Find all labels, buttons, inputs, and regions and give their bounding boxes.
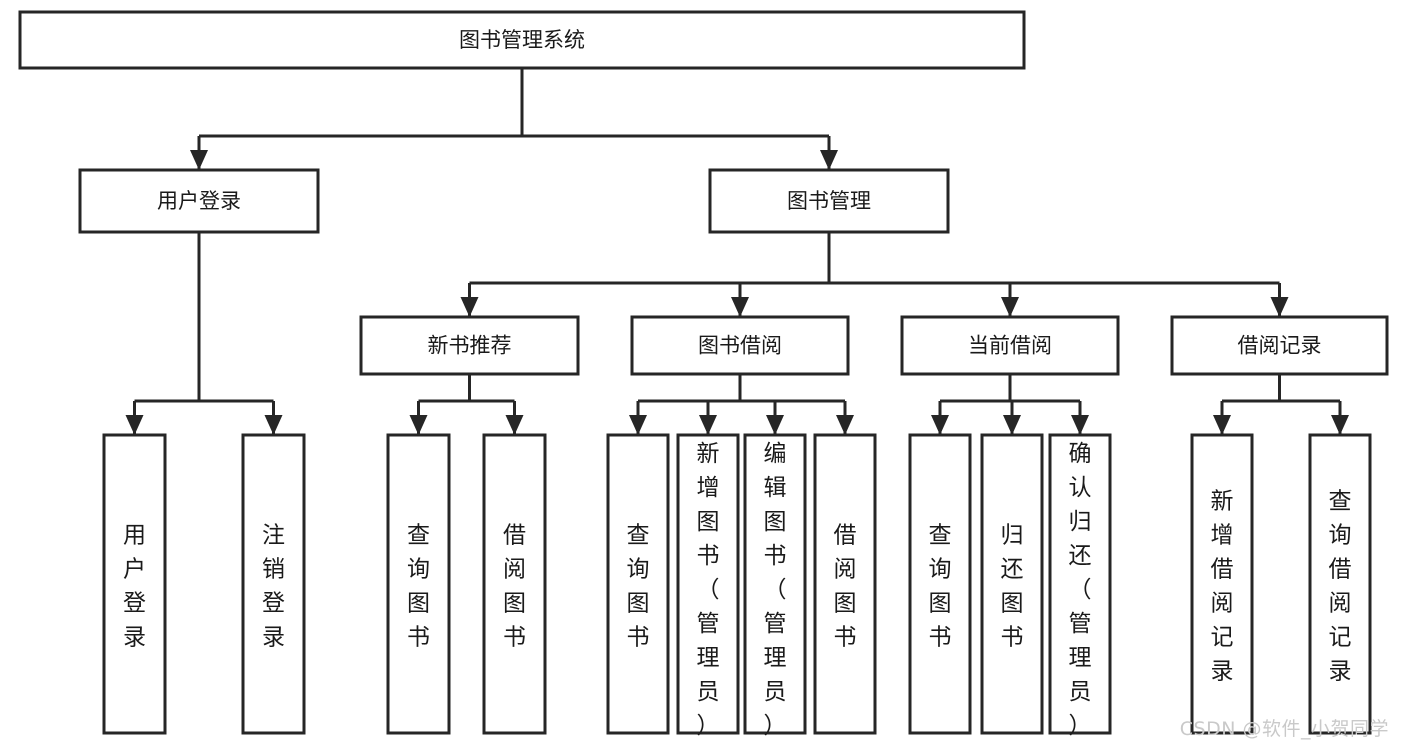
node-leaf-query-borrow-record[interactable]: 查询借阅记录 xyxy=(1308,433,1372,735)
edge-group-root xyxy=(190,68,838,170)
node-leaf-add-book-admin[interactable]: 新增图书（管理员） xyxy=(676,433,740,739)
node-leaf-confirm-return-admin[interactable]: 确认归还（管理员） xyxy=(1048,433,1112,739)
node-label: 当前借阅 xyxy=(968,334,1052,358)
node-book-manage[interactable]: 图书管理 xyxy=(708,168,950,234)
node-label: 确认归还（管理员） xyxy=(1069,441,1092,739)
edge-group-user-login xyxy=(125,232,283,435)
node-user-login[interactable]: 用户登录 xyxy=(78,168,320,234)
node-book-borrow[interactable]: 图书借阅 xyxy=(630,315,850,376)
node-label: 编辑图书（管理员） xyxy=(764,441,787,739)
node-leaf-query-book-3[interactable]: 查询图书 xyxy=(908,433,972,735)
node-label: 查询图书 xyxy=(929,523,952,651)
node-label: 用户登录 xyxy=(157,189,241,213)
node-label: 图书借阅 xyxy=(698,334,782,358)
node-current-borrow[interactable]: 当前借阅 xyxy=(900,315,1120,376)
node-leaf-add-borrow-record[interactable]: 新增借阅记录 xyxy=(1190,433,1254,735)
nodes-layer: 图书管理系统用户登录图书管理新书推荐图书借阅当前借阅借阅记录用户登录注销登录查询… xyxy=(18,10,1389,739)
node-label: 图书管理系统 xyxy=(459,28,585,52)
edge-group-book-manage xyxy=(460,232,1289,317)
node-new-book-recommend[interactable]: 新书推荐 xyxy=(359,315,580,376)
node-leaf-query-book-1[interactable]: 查询图书 xyxy=(386,433,451,735)
node-leaf-edit-book-admin[interactable]: 编辑图书（管理员） xyxy=(743,433,807,739)
node-label: 新书推荐 xyxy=(428,334,512,358)
node-label: 归还图书 xyxy=(1001,523,1024,651)
node-borrow-record[interactable]: 借阅记录 xyxy=(1170,315,1389,376)
node-label: 新增图书（管理员） xyxy=(697,441,720,739)
node-leaf-return-book[interactable]: 归还图书 xyxy=(980,433,1044,735)
node-label: 查询图书 xyxy=(407,523,430,651)
node-leaf-user-login[interactable]: 用户登录 xyxy=(102,433,167,735)
edge-group-new-book-recommend xyxy=(409,374,524,435)
node-root[interactable]: 图书管理系统 xyxy=(18,10,1026,70)
node-label: 查询借阅记录 xyxy=(1329,489,1352,685)
node-label: 用户登录 xyxy=(123,523,146,651)
edges-layer xyxy=(125,68,1349,435)
node-label: 注销登录 xyxy=(262,523,285,651)
edge-group-book-borrow xyxy=(629,374,854,435)
node-label: 借阅图书 xyxy=(834,523,857,651)
node-leaf-logout[interactable]: 注销登录 xyxy=(241,433,306,735)
node-label: 借阅图书 xyxy=(503,523,526,651)
node-label: 新增借阅记录 xyxy=(1211,489,1234,685)
node-leaf-borrow-book-1[interactable]: 借阅图书 xyxy=(482,433,547,735)
node-leaf-borrow-book-2[interactable]: 借阅图书 xyxy=(813,433,877,735)
node-label: 查询图书 xyxy=(627,523,650,651)
node-leaf-query-book-2[interactable]: 查询图书 xyxy=(606,433,670,735)
edge-group-borrow-record xyxy=(1213,374,1349,435)
node-label: 图书管理 xyxy=(787,189,871,213)
edge-group-current-borrow xyxy=(931,374,1089,435)
node-label: 借阅记录 xyxy=(1238,334,1322,358)
